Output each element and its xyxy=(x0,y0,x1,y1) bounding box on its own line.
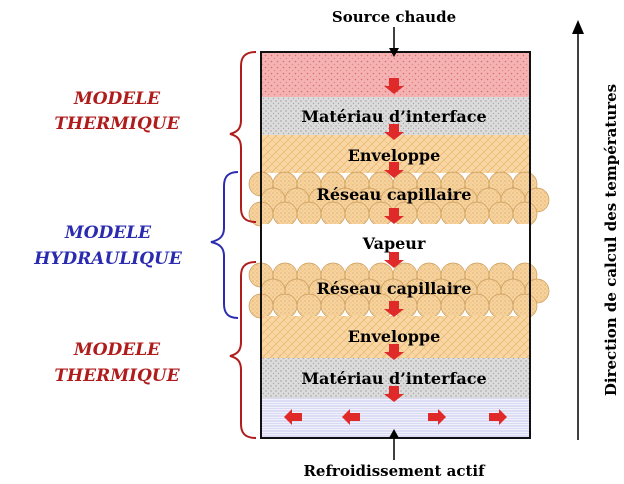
heat-flow-arrow-down xyxy=(384,208,404,224)
model-thermal-bottom-line2: THERMIQUE xyxy=(54,366,180,386)
capillary-top-grain xyxy=(272,201,298,227)
capillary-top-grain xyxy=(296,201,322,227)
model-thermal-top-line2: THERMIQUE xyxy=(54,114,180,134)
model-label-hydraulic: MODELE HYDRAULIQUE xyxy=(33,223,183,269)
layer-label-vapour: Vapeur xyxy=(362,234,426,253)
capillary-top-grain xyxy=(344,201,370,227)
heat-flow-arrow-down xyxy=(384,301,404,317)
capillary-layer-bottom xyxy=(248,262,550,319)
cooling-label: Refroidissement actif xyxy=(303,462,486,480)
direction-arrow-head xyxy=(572,20,584,34)
heat-flow-arrow-down xyxy=(384,124,404,140)
source-arrow-head xyxy=(389,48,399,57)
capillary-top-grain xyxy=(512,201,538,227)
source-label: Source chaude xyxy=(332,8,456,26)
brace-thermal-top xyxy=(229,51,257,223)
model-label-thermal-bottom: MODELE THERMIQUE xyxy=(54,340,180,386)
heat-flow-arrow-down xyxy=(384,252,404,268)
capillary-top-grain xyxy=(464,201,490,227)
capillary-top-grain xyxy=(488,201,514,227)
model-hydraulic-line1: MODELE xyxy=(64,223,152,243)
capillary-bottom-grain xyxy=(272,293,298,319)
layer-label-capillary-bottom: Réseau capillaire xyxy=(317,279,472,298)
heat-flow-arrow-left xyxy=(342,409,360,425)
capillary-bottom-grain xyxy=(488,293,514,319)
heat-flow-arrow-left xyxy=(284,409,302,425)
model-label-thermal-top: MODELE THERMIQUE xyxy=(54,89,180,134)
layer-stack xyxy=(248,52,550,438)
model-thermal-top-line1: MODELE xyxy=(73,89,161,109)
model-hydraulic-line2: HYDRAULIQUE xyxy=(33,249,183,269)
layer-labels: Matériau d’interface Enveloppe Réseau ca… xyxy=(301,107,486,388)
capillary-layer-top xyxy=(248,171,550,227)
heat-flow-arrow-right xyxy=(428,409,446,425)
heat-flow-arrows xyxy=(284,78,507,425)
capillary-top-grain xyxy=(416,201,442,227)
capillary-bottom-grain xyxy=(512,293,538,319)
capillary-top-grain xyxy=(320,201,346,227)
heat-flow-arrow-right xyxy=(489,409,507,425)
heat-flow-arrow-down xyxy=(384,78,404,94)
layer-label-envelope-top: Enveloppe xyxy=(348,146,441,165)
layer-label-capillary-top: Réseau capillaire xyxy=(317,185,472,204)
model-thermal-bottom-line1: MODELE xyxy=(73,340,161,360)
heat-flow-arrow-down xyxy=(384,386,404,402)
cooling-layer xyxy=(261,398,530,438)
direction-label: Direction de calcul des températures xyxy=(602,84,620,396)
brace-hydraulic xyxy=(210,171,239,319)
capillary-top-grain xyxy=(440,201,466,227)
layer-label-envelope-bottom: Enveloppe xyxy=(348,327,441,346)
cooling-arrow-head xyxy=(389,429,399,438)
heat-flow-arrow-down xyxy=(384,162,404,178)
layer-label-interface-bottom: Matériau d’interface xyxy=(301,369,486,388)
layer-label-interface-top: Matériau d’interface xyxy=(301,107,486,126)
brace-thermal-bottom xyxy=(229,261,257,439)
heat-flow-arrow-down xyxy=(384,344,404,360)
